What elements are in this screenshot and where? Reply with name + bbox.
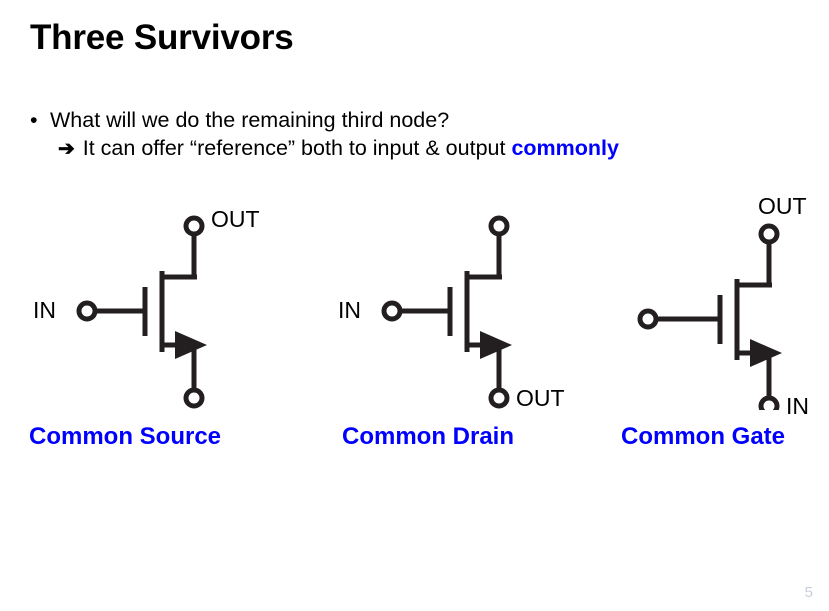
page-number: 5 [804, 584, 813, 601]
circuit-diagram-common-gate: OUT IN [610, 193, 829, 418]
terminal-label-top: OUT [211, 206, 260, 232]
terminal-node-left [381, 300, 403, 322]
bullet-item-2-text: It can offer “reference” both to input &… [82, 136, 512, 160]
terminal-node-bottom [758, 395, 780, 410]
terminal-label-bottom: OUT [516, 385, 565, 411]
terminal-label-bottom: IN [786, 393, 809, 419]
page-title: Three Survivors [30, 18, 294, 57]
source-arrow-icon [750, 339, 782, 367]
circuit-diagram-common-source: OUT IN [25, 195, 265, 410]
body-text-block: • What will we do the remaining third nod… [30, 106, 810, 163]
circuit-diagram-common-drain: IN OUT [330, 195, 570, 410]
source-arrow-icon [175, 331, 207, 359]
nmos-transistor-icon [637, 223, 782, 410]
terminal-label-left: IN [338, 297, 361, 323]
terminal-node-bottom [488, 387, 510, 409]
bullet-item-1: • What will we do the remaining third nod… [30, 106, 810, 134]
terminal-node-left [637, 308, 659, 330]
caption-common-gate: Common Gate [621, 423, 786, 450]
caption-common-drain: Common Drain [342, 423, 515, 450]
caption-common-source: Common Source [29, 423, 222, 450]
terminal-node-top [758, 223, 780, 245]
terminal-node-bottom [183, 387, 205, 409]
terminal-node-top [488, 215, 510, 237]
terminal-label-top: OUT [758, 193, 807, 219]
terminal-label-left: IN [33, 297, 56, 323]
nmos-transistor-icon [381, 215, 512, 409]
source-arrow-icon [480, 331, 512, 359]
arrow-right-icon: ➔ [58, 138, 75, 160]
terminal-node-left [76, 300, 98, 322]
bullet-item-2: ➔ It can offer “reference” both to input … [30, 134, 810, 163]
bullet-item-2-emphasis: commonly [511, 136, 619, 160]
bullet-dot-icon: • [30, 108, 38, 132]
terminal-node-top [183, 215, 205, 237]
bullet-item-1-text: What will we do the remaining third node… [50, 108, 450, 132]
nmos-transistor-icon [76, 215, 207, 409]
